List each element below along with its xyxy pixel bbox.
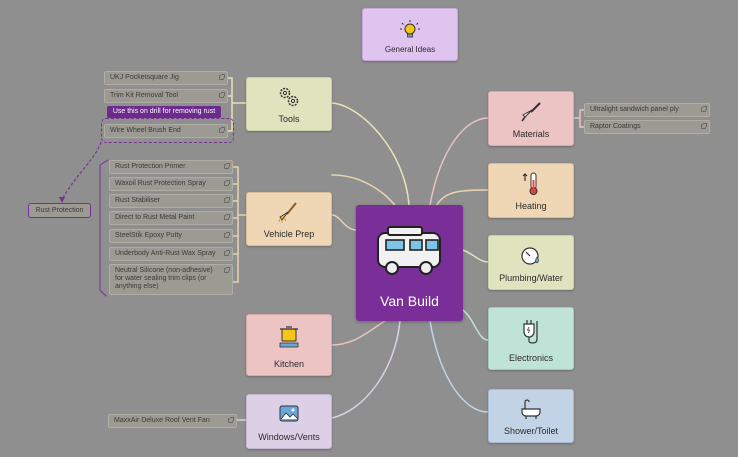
tools-label: Tools (278, 114, 300, 124)
external-link-icon[interactable] (228, 417, 234, 423)
leaf-label: Raptor Coatings (590, 123, 641, 130)
leaf-label: UKJ Pocketsquare Jig (110, 74, 179, 81)
leaf-rust-protection-primer[interactable]: Rust Protection Primer (109, 160, 233, 174)
leaf-ultralight-panel-ply[interactable]: Ultralight sandwich panel ply (584, 103, 710, 117)
leaf-raptor-coatings[interactable]: Raptor Coatings (584, 120, 710, 134)
leaf-maxxair-vent-fan[interactable]: MaxxAir Deluxe Roof Vent Fan (108, 414, 237, 428)
thermometer-icon (522, 172, 538, 195)
heating-node[interactable]: Heating (488, 163, 574, 218)
external-link-icon[interactable] (224, 197, 230, 203)
leaf-trim-kit-removal-tool[interactable]: Trim Kit Removal Tool (104, 89, 228, 103)
electronics-node[interactable]: Electronics (488, 307, 574, 370)
tools-node[interactable]: Tools (246, 77, 332, 131)
external-link-icon[interactable] (219, 127, 225, 133)
plug-icon (523, 320, 538, 344)
paintbrush-icon (521, 102, 541, 122)
kitchen-label: Kitchen (273, 359, 305, 369)
leaf-label: Direct to Rust Metal Paint (115, 214, 195, 221)
materials-node[interactable]: Materials (488, 91, 574, 146)
leaf-label: MaxxAir Deluxe Roof Vent Fan (114, 417, 210, 424)
leaf-label: Neutral Silicone (non-adhesive) for wate… (115, 267, 213, 290)
leaf-rust-stabiliser[interactable]: Rust Stabiliser (109, 194, 233, 208)
leaf-waxoil-spray[interactable]: Waxoil Rust Protection Spray (109, 177, 233, 191)
plumbing-water-label: Plumbing/Water (499, 273, 563, 283)
external-link-icon[interactable] (219, 92, 225, 98)
van-icon (377, 226, 441, 275)
vehicle-prep-node[interactable]: Vehicle Prep (246, 192, 332, 246)
leaf-direct-to-rust-paint[interactable]: Direct to Rust Metal Paint (109, 211, 233, 225)
external-link-icon[interactable] (224, 163, 230, 169)
gears-icon (279, 87, 299, 107)
heating-label: Heating (515, 201, 547, 211)
external-link-icon[interactable] (224, 180, 230, 186)
leaf-wire-wheel-brush-end[interactable]: Wire Wheel Brush End (104, 124, 228, 138)
leaf-label: Ultralight sandwich panel ply (590, 106, 679, 113)
leaf-steelstik-epoxy[interactable]: SteelStik Epoxy Putty (109, 229, 233, 243)
external-link-icon[interactable] (701, 123, 707, 129)
selection-outline (101, 118, 234, 143)
vehicle-prep-label: Vehicle Prep (263, 229, 315, 239)
bathtub-icon (521, 399, 541, 419)
materials-label: Materials (512, 129, 550, 139)
windows-vents-label: Windows/Vents (258, 432, 320, 442)
leaf-label: Wire Wheel Brush End (110, 127, 181, 134)
electronics-label: Electronics (508, 353, 553, 363)
external-link-icon[interactable] (701, 106, 707, 112)
windows-vents-node[interactable]: Windows/Vents (246, 394, 332, 449)
external-link-icon[interactable] (219, 74, 225, 80)
leaf-label: Rust Stabiliser (115, 197, 161, 204)
central-topic-van-build[interactable]: Van Build (356, 205, 463, 321)
external-link-icon[interactable] (224, 250, 230, 256)
lightbulb-icon (400, 20, 420, 38)
leaf-label: Rust Protection Primer (115, 163, 186, 170)
rust-protection-topic[interactable]: Rust Protection (28, 203, 91, 218)
general-ideas-label: General Ideas (384, 45, 436, 54)
note-tooltip: Use this on drill for removing rust (107, 106, 221, 118)
external-link-icon[interactable] (224, 232, 230, 238)
external-link-icon[interactable] (224, 214, 230, 220)
general-ideas-node[interactable]: General Ideas (362, 8, 458, 61)
water-gauge-icon (521, 247, 539, 265)
leaf-label: SteelStik Epoxy Putty (115, 232, 182, 239)
brush-icon (278, 202, 297, 223)
leaf-underbody-wax-spray[interactable]: Underbody Anti-Rust Wax Spray (109, 247, 233, 261)
external-link-icon[interactable] (224, 267, 230, 273)
shower-toilet-label: Shower/Toilet (503, 426, 559, 436)
kitchen-node[interactable]: Kitchen (246, 314, 332, 376)
central-topic-title: Van Build (380, 293, 439, 309)
leaf-ukj-pocketsquare-jig[interactable]: UKJ Pocketsquare Jig (104, 71, 228, 85)
picture-icon (279, 405, 299, 422)
leaf-label: Underbody Anti-Rust Wax Spray (115, 250, 216, 257)
shower-toilet-node[interactable]: Shower/Toilet (488, 389, 574, 443)
leaf-label: Waxoil Rust Protection Spray (115, 180, 206, 187)
plumbing-water-node[interactable]: Plumbing/Water (488, 235, 574, 290)
leaf-neutral-silicone[interactable]: Neutral Silicone (non-adhesive) for wate… (109, 264, 233, 295)
cooking-pot-icon (279, 326, 299, 348)
leaf-label: Trim Kit Removal Tool (110, 92, 179, 99)
